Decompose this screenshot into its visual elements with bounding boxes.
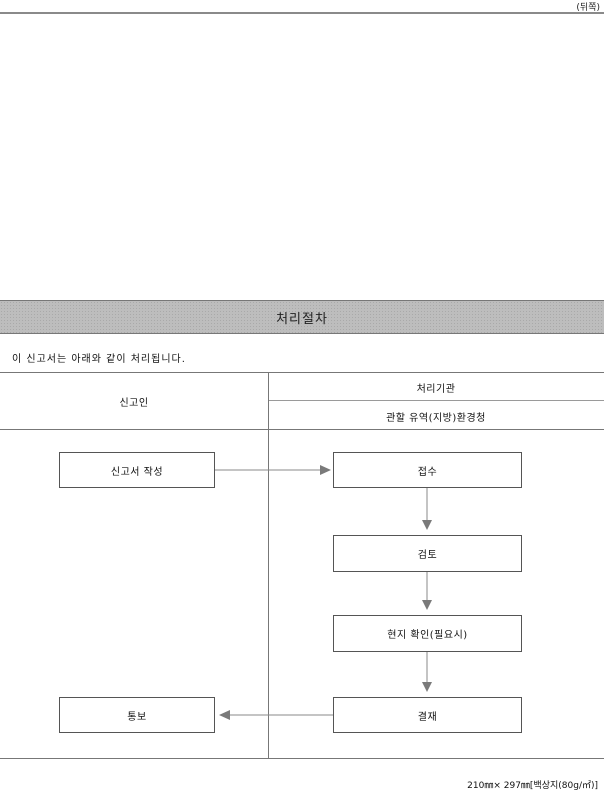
table-bottom-border — [0, 758, 604, 759]
step-write-box: 신고서 작성 — [59, 452, 215, 488]
header-bottom-border — [0, 429, 604, 430]
header-agency: 처리기관 — [416, 384, 456, 395]
procedure-title: 처리절차 — [276, 311, 328, 327]
step-site-check-box: 현지 확인(필요시) — [333, 615, 522, 652]
arrowhead-down-icon — [422, 520, 432, 530]
step-approve-box: 결재 — [333, 697, 522, 733]
step-notify-label: 통보 — [127, 711, 147, 723]
header-divider — [268, 400, 604, 401]
header-agency-detail: 관할 유역(지방)환경청 — [386, 413, 486, 424]
step-review-box: 검토 — [333, 535, 522, 572]
step-approve-label: 결재 — [417, 711, 438, 723]
step-site-check-label: 현지 확인(필요시) — [387, 630, 468, 641]
arrowhead-down-icon — [422, 600, 432, 610]
arrowhead-right-icon — [320, 465, 331, 475]
step-receive-label: 접수 — [417, 466, 438, 478]
arrowhead-down-icon — [422, 682, 432, 692]
top-rule — [0, 12, 604, 14]
step-notify-box: 통보 — [59, 697, 215, 733]
procedure-title-bar: 처리절차 — [0, 300, 604, 334]
header-applicant: 신고인 — [119, 398, 149, 409]
paper-spec-footer: 210㎜× 297㎜[백상지(80g/㎡)] — [467, 781, 598, 791]
arrowhead-left-icon — [219, 710, 230, 720]
step-write-label: 신고서 작성 — [110, 466, 164, 478]
step-review-label: 검토 — [417, 550, 438, 561]
procedure-intro: 이 신고서는 아래와 같이 처리됩니다. — [12, 354, 186, 365]
table-top-border — [0, 372, 604, 373]
column-divider — [268, 372, 269, 758]
step-receive-box: 접수 — [333, 452, 522, 488]
page-side-label: (뒤쪽) — [576, 3, 600, 13]
